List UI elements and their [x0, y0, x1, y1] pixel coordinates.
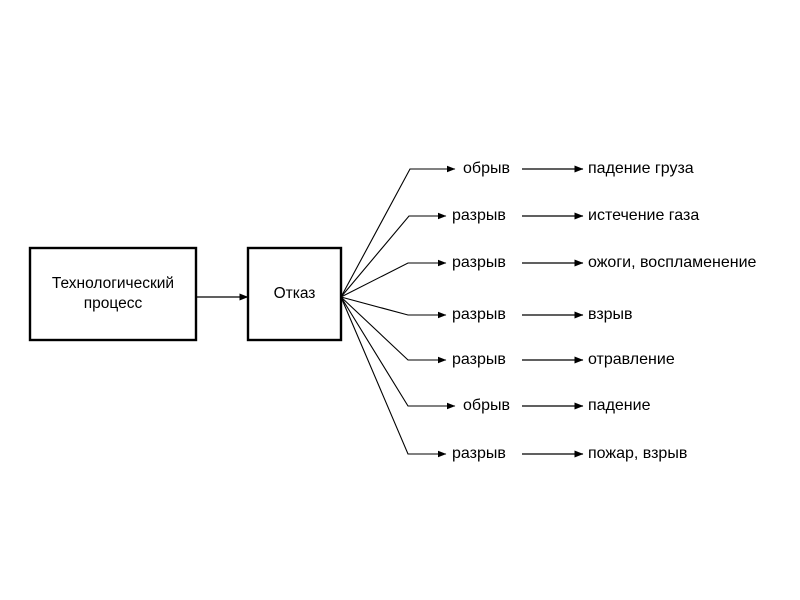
fan-ray	[340, 296, 447, 364]
failure-box	[246, 246, 343, 342]
fan-ray	[340, 165, 456, 298]
process-box	[28, 246, 198, 342]
effect-label: пожар, взрыв	[588, 445, 688, 462]
cause-label: обрыв	[463, 397, 510, 414]
fan-ray	[340, 212, 447, 298]
node-boxes	[28, 246, 343, 342]
effect-label: взрыв	[588, 306, 633, 323]
effect-label: отравление	[588, 351, 675, 368]
fan-ray	[340, 296, 447, 458]
fan-ray	[340, 296, 456, 410]
failure-box-label: Отказ	[273, 285, 316, 302]
cause-label: разрыв	[452, 306, 506, 323]
effect-label: истечение газа	[588, 207, 700, 224]
effect-label: падение груза	[588, 160, 694, 177]
cause-label: разрыв	[452, 351, 506, 368]
cause-label: разрыв	[452, 254, 506, 271]
cause-label: разрыв	[452, 445, 506, 462]
fan-ray	[340, 259, 447, 298]
cause-label: обрыв	[463, 160, 510, 177]
effect-label: ожоги, воспламенение	[588, 254, 757, 271]
fan-ray	[340, 296, 447, 319]
cause-effect-arrows	[522, 165, 584, 458]
effect-label: падение	[588, 397, 651, 414]
cause-label: разрыв	[452, 207, 506, 224]
process-box-label: Технологический процесс	[51, 275, 175, 312]
fan-rays	[340, 165, 456, 458]
